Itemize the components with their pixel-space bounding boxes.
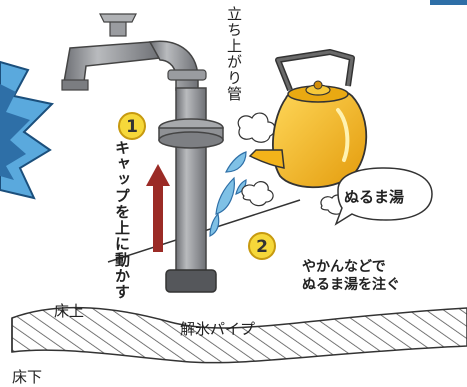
- water-splash: [209, 151, 247, 237]
- step-1-number: 1: [126, 117, 138, 137]
- step-2-instruction-line1: やかんなどで: [302, 259, 386, 275]
- step-1-badge: 1: [118, 112, 146, 140]
- steam-icon: [237, 112, 349, 215]
- frozen-burst-icon: [0, 60, 55, 200]
- step-2-instruction-line2: ぬるま湯を注ぐ: [302, 277, 400, 293]
- top-edge-bar: [430, 0, 467, 5]
- step-2-number: 2: [256, 237, 268, 257]
- step-2-badge: 2: [248, 232, 276, 260]
- standpipe-label: 立ち上がり管: [225, 6, 243, 102]
- faucet: [61, 13, 224, 293]
- step-1-instruction: キャップを上に動かす: [113, 140, 131, 300]
- kettle-icon: [248, 49, 368, 189]
- up-arrow-icon: [146, 164, 170, 252]
- lukewarm-water-bubble: [334, 167, 433, 226]
- floor-slab: [11, 306, 467, 364]
- above-floor-label: 床上: [54, 302, 85, 320]
- thaw-pipe-label: 解氷パイプ: [180, 320, 256, 338]
- lukewarm-water-label: ぬるま湯: [344, 188, 405, 206]
- below-floor-label: 床下: [12, 368, 43, 386]
